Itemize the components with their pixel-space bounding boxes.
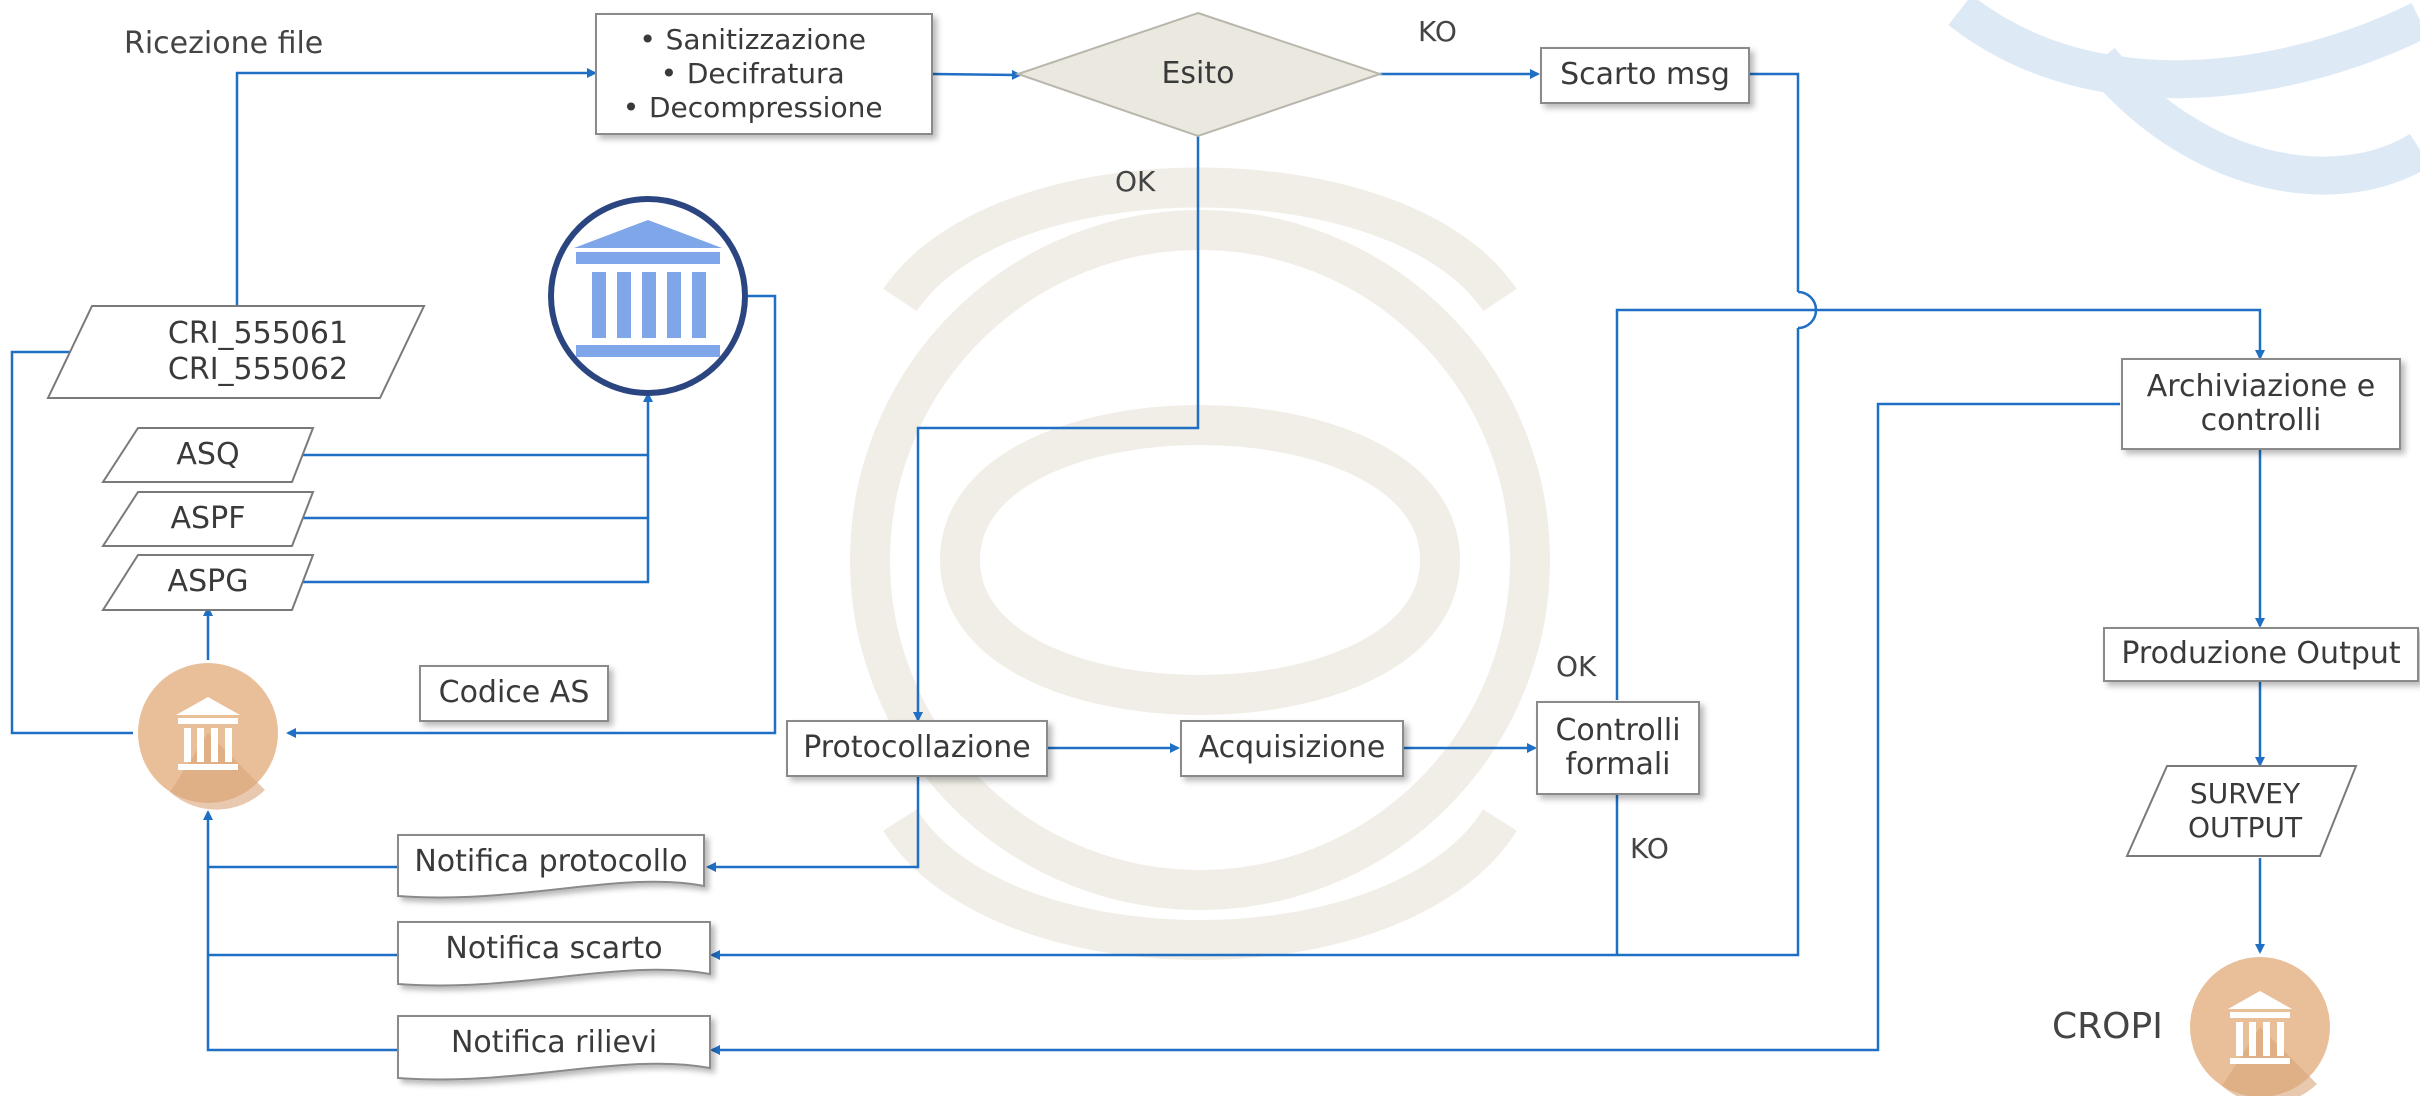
connectors [10,68,2265,1055]
sanitization-steps-box: Sanitizzazione Decifratura Decompression… [595,13,933,135]
ok-esito-label: OK [1115,165,1156,198]
cri-file-2: CRI_555062 [167,352,349,387]
aspf-label: ASPF [170,501,246,536]
controlli-formali-box: Controlli formali [1536,701,1700,795]
asq-shape [101,427,315,483]
reporter-bank-icon [138,663,278,810]
notifica-protocollo-shape [397,834,705,899]
aspg-label: ASPG [167,564,249,599]
ko-esito-label: KO [1418,15,1457,48]
codice-as-box: Codice AS [419,665,609,722]
protocollazione-box: Protocollazione [786,720,1048,777]
watermark-logo [850,167,1550,960]
step-decifratura: Decifratura [597,57,883,91]
notifica-rilievi-label: Notifica rilievi [450,1025,658,1060]
asq-label: ASQ [176,437,240,472]
survey-output-label: SURVEY OUTPUT [2160,770,2330,852]
central-bank-icon [548,196,748,396]
step-sanitizzazione: Sanitizzazione [597,23,883,57]
notifica-scarto-shape [397,921,711,987]
cri-file-1: CRI_555061 [167,316,349,351]
notification-shapes [397,834,711,1081]
esito-diamond [1014,11,1384,138]
esito-label: Esito [1161,56,1235,91]
cri-file-label: CRI_555061 CRI_555062 [100,312,416,392]
sanitization-steps-list: Sanitizzazione Decifratura Decompression… [597,23,883,125]
survey-output-line-2: OUTPUT [2187,811,2303,844]
scarto-msg-box: Scarto msg [1540,47,1750,104]
cropi-label: CROPI [2052,1006,2163,1047]
survey-output-line-1: SURVEY [2189,777,2301,811]
step-decompressione: Decompressione [597,91,883,125]
acquisizione-box: Acquisizione [1180,720,1404,777]
archiviazione-box: Archiviazione e controlli [2121,358,2401,450]
notifica-protocollo-label: Notifica protocollo [414,844,688,879]
watermark-corner [1948,0,2420,195]
input-shapes [46,305,2358,857]
ricezione-file-label: Ricezione file [124,26,324,61]
ok-controlli-label: OK [1556,650,1597,683]
survey-output-shape [2125,765,2358,857]
notifica-scarto-label: Notifica scarto [445,931,663,966]
cri-file-shape [46,305,426,399]
ko-controlli-label: KO [1630,832,1669,865]
cropi-bank-icon [2190,957,2330,1096]
aspg-shape [101,554,315,611]
produzione-output-box: Produzione Output [2103,627,2419,682]
notifica-rilievi-shape [397,1015,711,1081]
aspf-shape [101,491,315,547]
